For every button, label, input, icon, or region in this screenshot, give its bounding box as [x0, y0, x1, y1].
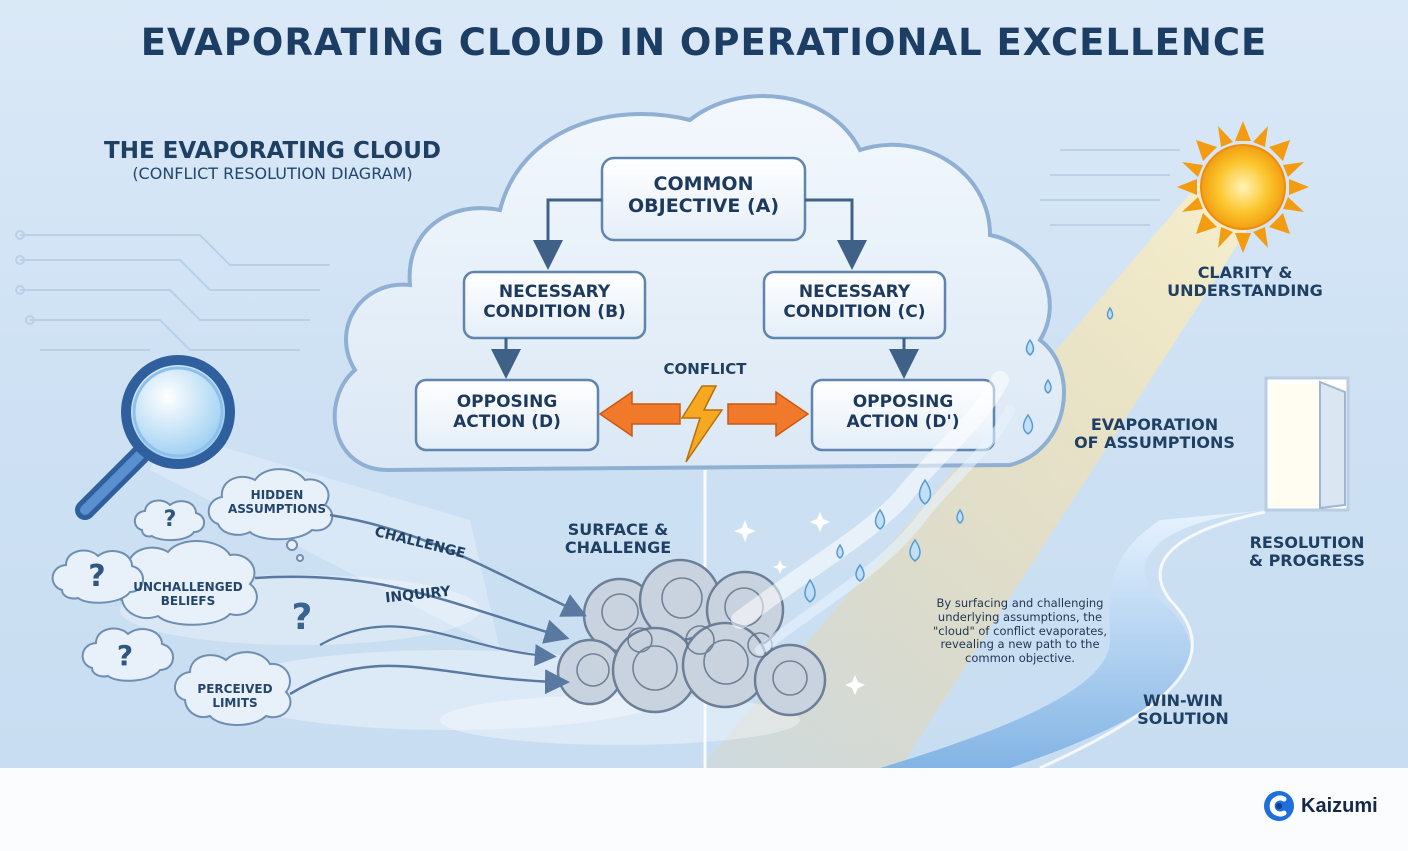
brand: Kaizumi	[1263, 790, 1378, 822]
evaporation-label: EVAPORATION OF ASSUMPTIONS	[1074, 415, 1235, 453]
circuit-lines-right	[1040, 149, 1180, 226]
thought-cloud-hidden	[207, 468, 334, 562]
thought-cloud-small-1	[133, 499, 205, 542]
surface-challenge-label: SURFACE & CHALLENGE	[564, 520, 672, 558]
question-mark-3: ?	[116, 639, 134, 672]
sun-icon	[1177, 121, 1309, 253]
node-d-prime-label: OPPOSING ACTION (D')	[846, 392, 960, 432]
water-droplets	[804, 306, 1114, 603]
inquiry-arrow	[254, 575, 570, 644]
thought-cloud-perceived	[174, 651, 292, 726]
node-d-prime-box	[810, 378, 996, 452]
arrow-a-to-b	[533, 198, 602, 270]
win-win-label: WIN-WIN SOLUTION	[1137, 691, 1229, 729]
kaizumi-logo-icon	[1264, 791, 1294, 821]
thought-cloud-small-3	[81, 627, 174, 682]
diagram-subtitle-note: (CONFLICT RESOLUTION DIAGRAM)	[132, 164, 413, 183]
node-c-box	[762, 270, 947, 340]
door-icon	[1264, 376, 1350, 512]
illustration: EVAPORATING CLOUD IN OPERATIONAL EXCELLE…	[0, 0, 1408, 768]
conflict-arrow-right	[727, 390, 810, 438]
page-title: EVAPORATING CLOUD IN OPERATIONAL EXCELLE…	[140, 21, 1268, 64]
hidden-assumptions-label: HIDDEN ASSUMPTIONS	[227, 488, 327, 516]
clarity-label: CLARITY & UNDERSTANDING	[1167, 263, 1323, 301]
conflict-arrow-left	[598, 390, 681, 438]
winding-path	[880, 510, 1270, 768]
challenge-arrow	[329, 513, 588, 617]
light-beam	[700, 170, 1260, 768]
footer	[0, 768, 1408, 851]
description-text: By surfacing and challenging underlying …	[933, 596, 1107, 666]
question-mark-1: ?	[163, 507, 177, 532]
question-mark-2: ?	[88, 559, 106, 594]
circuit-lines-left	[15, 230, 330, 351]
node-b-label: NECESSARY CONDITION (B)	[483, 282, 626, 322]
question-mark-4: ?	[291, 597, 313, 638]
node-a-label: COMMON OBJECTIVE (A)	[627, 173, 780, 217]
sparkles	[734, 512, 865, 695]
evaporation-stream	[731, 371, 1009, 629]
brand-name: Kaizumi	[1301, 794, 1378, 817]
arrow-a-to-c	[805, 198, 867, 270]
illustration-graphics	[15, 94, 1350, 768]
unchallenged-beliefs-label: UNCHALLENGED BELIEFS	[133, 580, 243, 608]
thought-cloud-small-2	[51, 549, 144, 604]
limits-arrow	[289, 664, 570, 696]
node-d-label: OPPOSING ACTION (D)	[453, 392, 561, 432]
conflict-label: CONFLICT	[663, 360, 747, 378]
lightning-icon	[680, 385, 724, 463]
node-d-box	[414, 378, 600, 452]
resolution-label: RESOLUTION & PROGRESS	[1249, 533, 1365, 571]
diagram-subtitle: THE EVAPORATING CLOUD	[104, 138, 441, 164]
node-c-label: NECESSARY CONDITION (C)	[783, 282, 926, 322]
node-b-box	[462, 270, 647, 340]
perceived-limits-label: PERCEIVED LIMITS	[197, 682, 273, 710]
